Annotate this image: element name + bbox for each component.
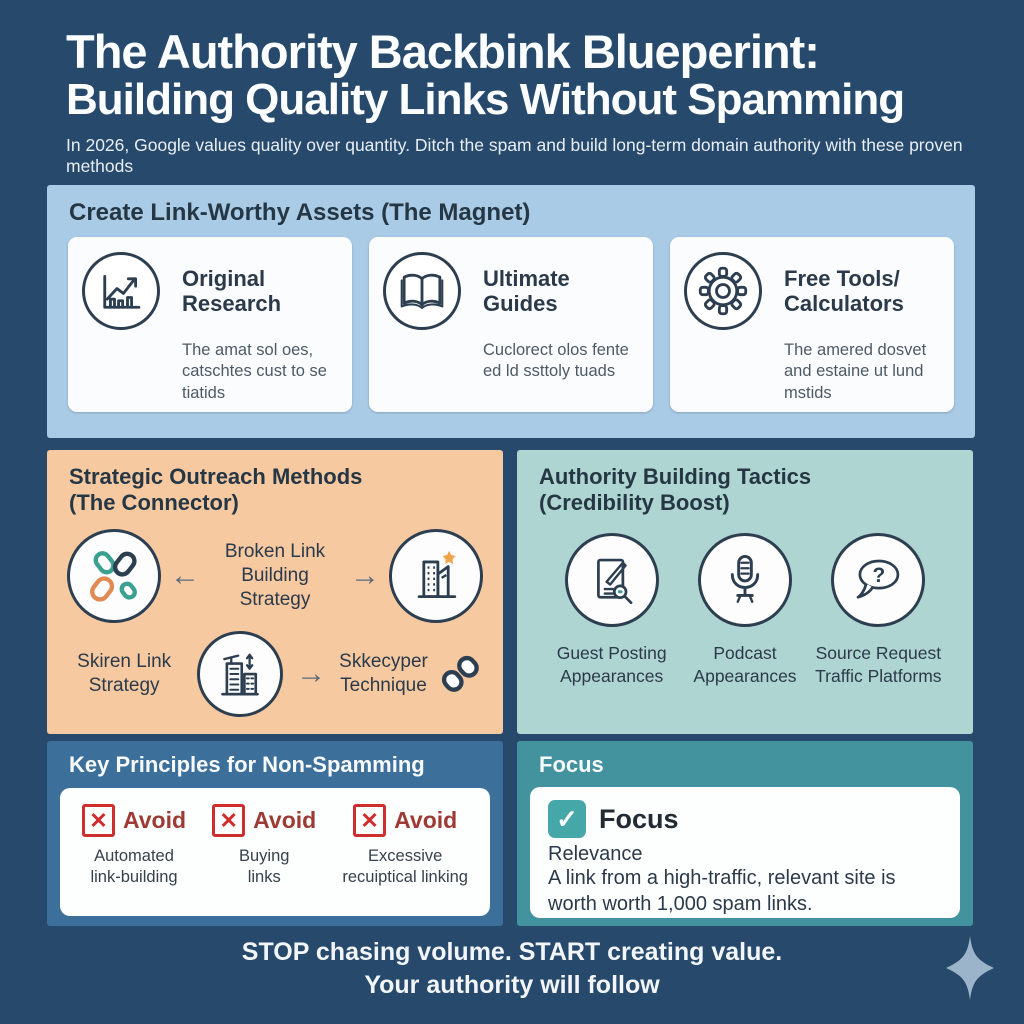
skyscraper-technique-group: Skkecyper Technique <box>339 648 486 700</box>
asset-card-title: Ultimate Guides <box>483 265 570 316</box>
page-subtitle: In 2026, Google values quality over quan… <box>66 135 963 177</box>
asset-card-free-tools: Free Tools/ Calculators The amered dosve… <box>670 237 954 412</box>
header: The Authority Backbink Blueperint: Build… <box>66 28 966 177</box>
focus-subtitle: Relevance <box>548 843 643 865</box>
right-arrow-icon: → <box>350 558 380 592</box>
asset-card-ultimate-guides: Ultimate Guides Cuclorect olos fente ed … <box>369 237 653 412</box>
building-crane-icon <box>197 630 284 717</box>
guest-post-icon <box>564 532 659 627</box>
building-star-icon <box>389 528 483 623</box>
avoid-text: Excessive recuiptical linking <box>342 847 468 887</box>
broken-link-strategy-label: Broken Link Building Strategy <box>224 541 326 610</box>
tactic-items-row: Guest Posting Appearances Podcast Appear… <box>517 517 973 688</box>
section-outreach-title: Strategic Outreach Methods (The Connecto… <box>69 464 363 516</box>
tactic-guest-posting: Guest Posting Appearances <box>545 532 678 688</box>
svg-text:?: ? <box>873 564 886 587</box>
footer-line2: Your authority will follow <box>364 970 660 999</box>
section-principles-title: Key Principles for Non-Spamming <box>69 752 425 777</box>
avoid-label: Avoid <box>123 807 187 833</box>
avoid-text: Automated link-building <box>90 847 178 887</box>
red-x-icon: ✕ <box>82 804 115 837</box>
asset-cards-row: Original Research The amat sol oes, cats… <box>47 227 975 412</box>
asset-card-title: Original Research <box>182 265 282 316</box>
gear-icon <box>684 252 762 330</box>
focus-card-title: Focus <box>599 803 679 834</box>
avoid-text: Buying links <box>238 847 290 887</box>
skyscraper-technique-label: Skkecyper Technique <box>339 651 428 696</box>
section-strategic-outreach: Strategic Outreach Methods (The Connecto… <box>47 450 503 734</box>
asset-card-title: Free Tools/ Calculators <box>784 265 904 316</box>
avoid-card: ✕ Avoid Automated link-building ✕ Avoid … <box>60 788 490 916</box>
asset-card-body: Cuclorect olos fente ed ld ssttoly tuads <box>483 341 629 381</box>
asset-card-body: The amat sol oes, catschtes cust to se t… <box>182 341 327 402</box>
section-key-principles: Key Principles for Non-Spamming ✕ Avoid … <box>47 741 503 926</box>
tactic-source-request: ? Source Request Traffic Platforms <box>812 532 945 688</box>
focus-card: ✓ Focus Relevance A link from a high-tra… <box>530 787 960 918</box>
red-x-icon: ✕ <box>212 804 246 837</box>
asset-card-original-research: Original Research The amat sol oes, cats… <box>68 237 352 412</box>
sparkle-icon <box>938 932 1002 1004</box>
skiren-link-strategy-label: Skiren Link Strategy <box>77 651 172 696</box>
right-arrow-icon: → <box>296 656 327 690</box>
green-check-icon: ✓ <box>548 800 586 838</box>
section-focus: Focus ✓ Focus Relevance A link from a hi… <box>517 741 973 926</box>
left-arrow-icon: ← <box>170 558 200 592</box>
section-authority-title: Authority Building Tactics (Credibility … <box>539 464 812 516</box>
avoid-item-automated: ✕ Avoid Automated link-building <box>82 804 186 916</box>
question-bubble-icon: ? <box>831 532 926 627</box>
avoid-item-reciprocal: ✕ Avoid Excessive recuiptical linking <box>342 804 468 916</box>
red-x-icon: ✕ <box>353 804 387 837</box>
tactic-label: Guest Posting Appearances <box>556 642 667 686</box>
avoid-label: Avoid <box>253 807 317 833</box>
avoid-label: Avoid <box>394 807 458 833</box>
open-book-icon <box>383 252 461 330</box>
page-title-line1: The Authority Backbink Blueperint: <box>66 25 820 78</box>
avoid-item-buying: ✕ Avoid Buying links <box>212 804 316 916</box>
footer: STOP chasing volume. START creating valu… <box>0 936 1024 1001</box>
microphone-icon <box>697 532 792 627</box>
chain-link-icon <box>434 648 486 700</box>
tactic-label: Source Request Traffic Platforms <box>815 642 942 686</box>
asset-card-body: The amered dosvet and estaine ut lund ms… <box>784 341 927 402</box>
broken-chain-icon <box>67 528 161 623</box>
tactic-podcast: Podcast Appearances <box>678 532 811 688</box>
section-assets-title: Create Link-Worthy Assets (The Magnet) <box>69 199 531 226</box>
focus-body: A link from a high-traffic, relevant sit… <box>548 867 896 915</box>
chart-growth-icon <box>82 252 160 330</box>
footer-line1: STOP chasing volume. START creating valu… <box>241 938 783 966</box>
outreach-row-broken-link: ← Broken Link Building Strategy → <box>47 528 503 623</box>
section-authority-tactics: Authority Building Tactics (Credibility … <box>517 450 973 734</box>
section-link-worthy-assets: Create Link-Worthy Assets (The Magnet) O… <box>47 185 975 438</box>
tactic-label: Podcast Appearances <box>693 642 797 686</box>
page-title-line2: Building Quality Links Without Spamming <box>66 74 905 124</box>
section-focus-title: Focus <box>539 752 604 777</box>
outreach-row-skyscraper: Skiren Link Strategy → Skkecyper Techniq… <box>47 630 503 717</box>
